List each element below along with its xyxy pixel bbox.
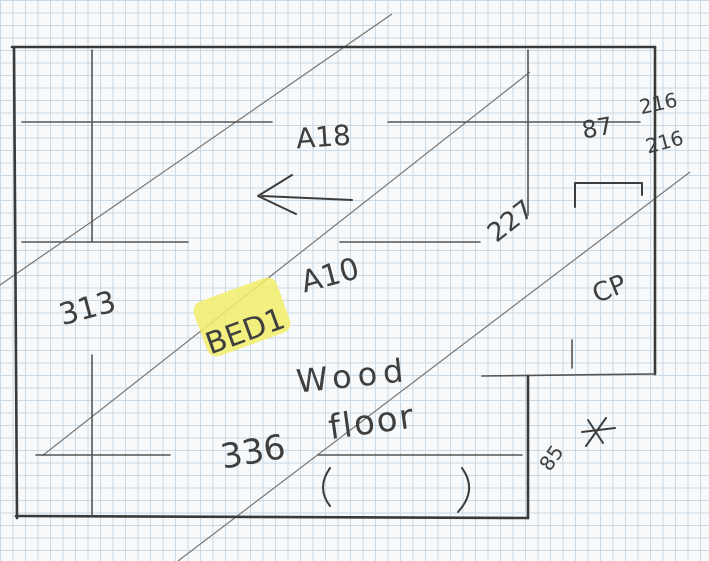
dimension-227: 227 (482, 194, 540, 248)
flooring-label-line1: Wood (294, 351, 411, 401)
diagonal-stroke-top (0, 13, 393, 286)
closet-label: CP (588, 269, 631, 309)
wall-bottom (14, 514, 530, 520)
dimension-216-lower: 216 (643, 125, 686, 158)
wall-right-step (481, 373, 656, 377)
dimension-313: 313 (55, 284, 119, 333)
asterisk-icon (581, 417, 616, 447)
diagonal-stroke-lower (177, 171, 691, 561)
diagonal-stroke-middle (41, 71, 531, 457)
door-bracket (322, 467, 470, 513)
dimension-216-upper: 216 (637, 88, 679, 119)
left-arrow-icon (257, 174, 353, 215)
dimension-336: 336 (218, 427, 289, 478)
wall-left (12, 45, 19, 520)
room-name-highlight (193, 277, 291, 357)
area-label-a18: A18 (295, 119, 352, 156)
dimension-87: 87 (580, 112, 615, 145)
flooring-label-line2: floor (326, 396, 418, 448)
closet-outline (574, 182, 643, 208)
area-label-a10: A10 (297, 251, 363, 300)
dimension-85: 85 (534, 441, 568, 476)
